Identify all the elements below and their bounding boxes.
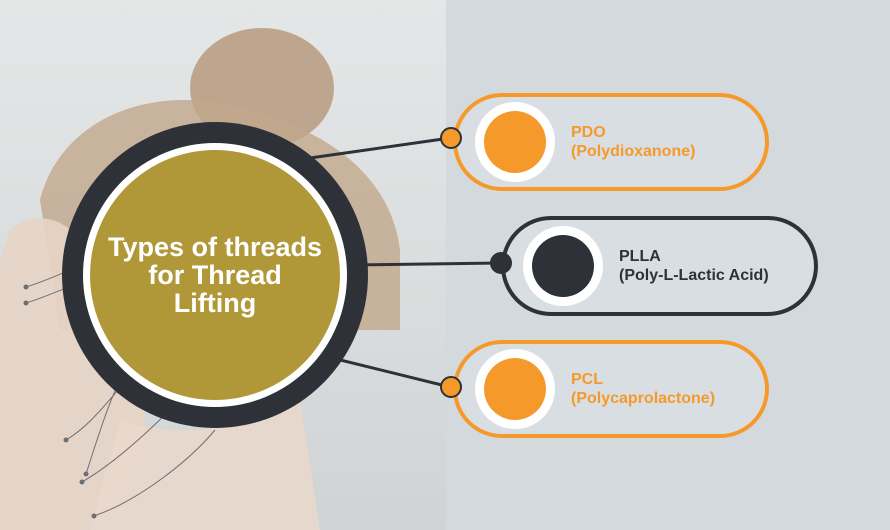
pcl-label: PCL (Polycaprolactone) bbox=[571, 370, 715, 408]
plla-name: (Poly-L-Lactic Acid) bbox=[619, 267, 769, 284]
pdo-circle-icon bbox=[484, 111, 546, 173]
pdo-abbr: PDO bbox=[571, 124, 606, 141]
thread-pill-pdo: PDO (Polydioxanone) bbox=[453, 93, 769, 191]
face bbox=[0, 218, 146, 530]
pcl-icon-ring bbox=[475, 349, 555, 429]
plla-circle-icon bbox=[532, 235, 594, 297]
center-circle: Types of threads for Thread Lifting bbox=[90, 150, 340, 400]
pcl-connector-dot bbox=[440, 376, 462, 398]
pdo-name: (Polydioxanone) bbox=[571, 143, 696, 160]
pcl-name: (Polycaprolactone) bbox=[571, 390, 716, 407]
pcl-circle-icon bbox=[484, 358, 546, 420]
thread-pill-pcl: PCL (Polycaprolactone) bbox=[453, 340, 769, 438]
pdo-icon-ring bbox=[475, 102, 555, 182]
plla-abbr: PLLA bbox=[619, 248, 661, 265]
plla-icon-ring bbox=[523, 226, 603, 306]
connector-pdo bbox=[309, 136, 451, 160]
neck bbox=[90, 400, 320, 530]
center-title: Types of threads for Thread Lifting bbox=[107, 232, 323, 318]
plla-connector-dot bbox=[490, 252, 512, 274]
pdo-label: PDO (Polydioxanone) bbox=[571, 123, 695, 161]
pdo-connector-dot bbox=[440, 127, 462, 149]
connector-plla bbox=[349, 261, 501, 267]
thread-entry-points bbox=[23, 284, 97, 519]
pcl-abbr: PCL bbox=[571, 371, 603, 388]
thread-pill-plla: PLLA (Poly-L-Lactic Acid) bbox=[501, 216, 818, 316]
plla-label: PLLA (Poly-L-Lactic Acid) bbox=[619, 247, 769, 285]
